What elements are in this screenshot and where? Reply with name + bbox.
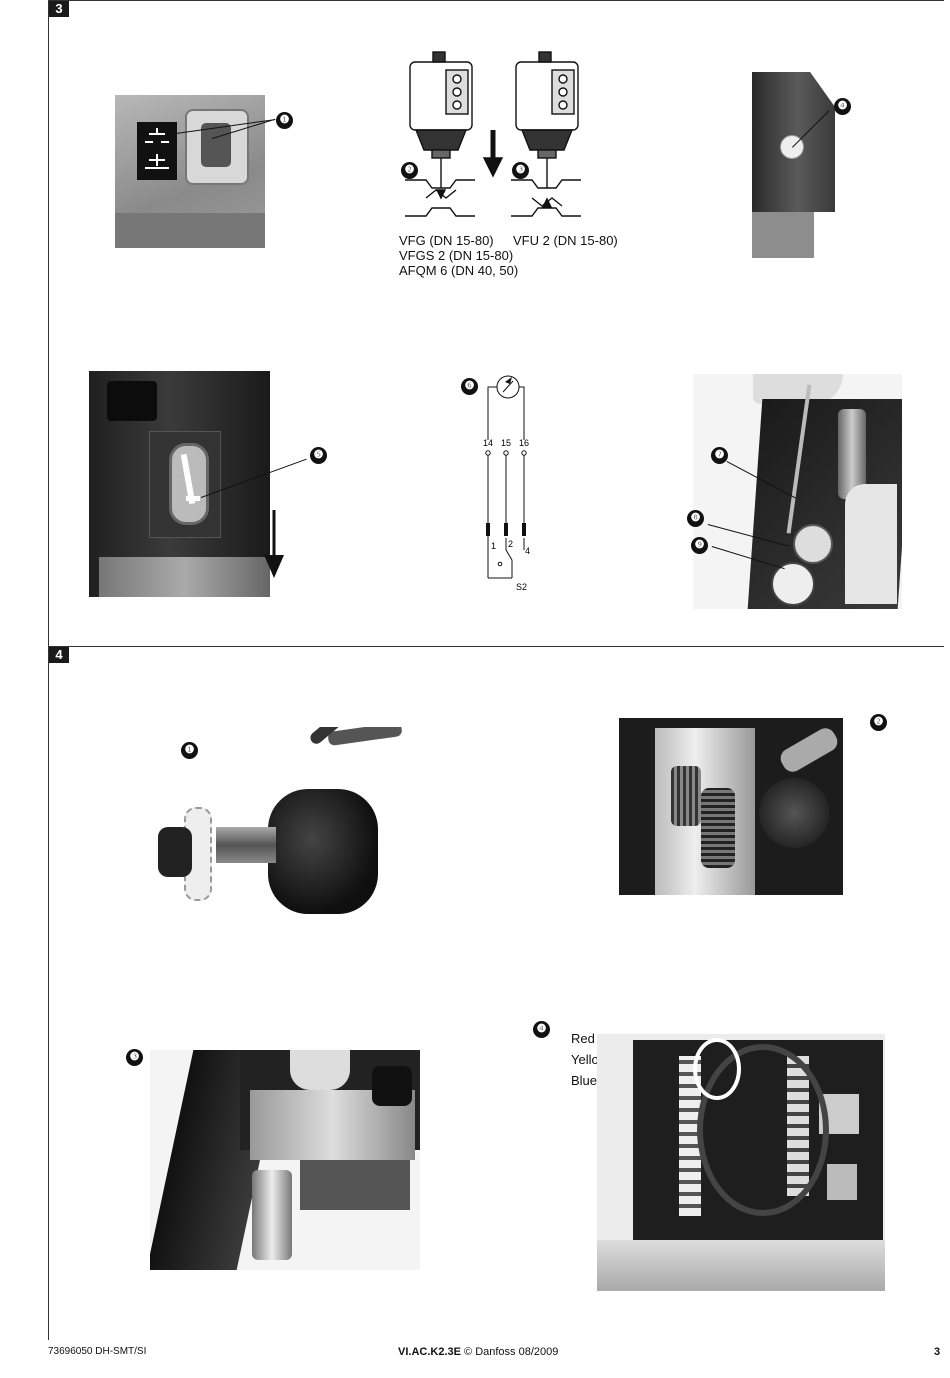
caption-afqm6: AFQM 6 (DN 40, 50): [399, 263, 519, 278]
wire-label-red: Red: [571, 1031, 595, 1046]
callout-2: ❷: [401, 162, 418, 179]
photo-position-indicator: [89, 371, 270, 597]
motor-shaft: [216, 827, 276, 863]
page-frame: [48, 0, 944, 1340]
limit-disc: [771, 562, 815, 606]
callout-9: ❾: [691, 537, 708, 554]
cam-disc: [793, 524, 833, 564]
callout-4: ❹: [834, 98, 851, 115]
contact-4: 4: [525, 546, 530, 556]
photo-actuator-button: [752, 72, 835, 258]
indicator-mark: [186, 496, 200, 501]
footer-page-number: 3: [934, 1346, 941, 1358]
footer-doc-code: 73696050 DH-SMT/SI: [48, 1346, 147, 1357]
reset-button: [780, 135, 804, 159]
footer-doc-id: VI.AC.K2.3E: [398, 1346, 461, 1358]
callout-s4-2: ❷: [870, 714, 887, 731]
callout-6: ❻: [461, 378, 478, 395]
motor: [759, 778, 829, 848]
switch-symbols-icon: [145, 128, 169, 169]
terminal-strip-left: [679, 1056, 701, 1216]
photo-limit-switch-adjustment: [693, 374, 902, 609]
photo-manual-switch: [115, 95, 265, 248]
down-arrow-icon: [264, 510, 284, 578]
caption-vfg: VFG (DN 15-80): [399, 233, 494, 248]
switch-label-s2: S2: [516, 582, 527, 592]
wire-label-blue: Blue: [571, 1073, 598, 1088]
motor-body: [268, 789, 378, 914]
terminal-14: 14: [483, 438, 493, 448]
callout-5: ❺: [310, 447, 327, 464]
section-divider: [48, 646, 944, 647]
photo-gear-train: [619, 718, 843, 895]
spindle-coupling: [252, 1170, 292, 1260]
contact-2: 2: [508, 539, 513, 549]
footer-center: VI.AC.K2.3E © Danfoss 08/2009: [398, 1346, 558, 1358]
callout-7: ❼: [711, 447, 728, 464]
switch-symbol-panel: [137, 122, 177, 180]
auxiliary-switch-diagram: 14 15 16 1 2 4 S2: [483, 375, 530, 592]
highlight-circle: [693, 1038, 741, 1100]
switch-rocker: [201, 123, 231, 167]
indicator-window: [169, 443, 209, 525]
photo-motor-gear: [158, 727, 402, 914]
terminal-16: 16: [519, 438, 529, 448]
valve-actuator-drawing: [405, 51, 581, 217]
callout-s4-4: ❹: [533, 1021, 550, 1038]
caption-vfgs2: VFGS 2 (DN 15-80): [399, 248, 514, 263]
photo-terminal-board: [597, 1034, 885, 1291]
photo-inner-mechanism: [150, 1050, 420, 1270]
section-number-3: 3: [49, 1, 69, 17]
callout-8: ❽: [687, 510, 704, 527]
callout-s4-3: ❸: [126, 1049, 143, 1066]
callout-1: ❶: [276, 112, 293, 129]
terminal-15: 15: [501, 438, 511, 448]
footer-copyright: © Danfoss 08/2009: [464, 1346, 559, 1358]
section-number-4: 4: [49, 647, 69, 663]
callout-s4-1: ❶: [181, 742, 198, 759]
caption-vfu2: VFU 2 (DN 15-80): [513, 233, 618, 248]
terminal-cover: [597, 1240, 885, 1291]
contact-1: 1: [491, 541, 496, 551]
callout-3: ❸: [512, 162, 529, 179]
switch-housing: [185, 109, 249, 185]
